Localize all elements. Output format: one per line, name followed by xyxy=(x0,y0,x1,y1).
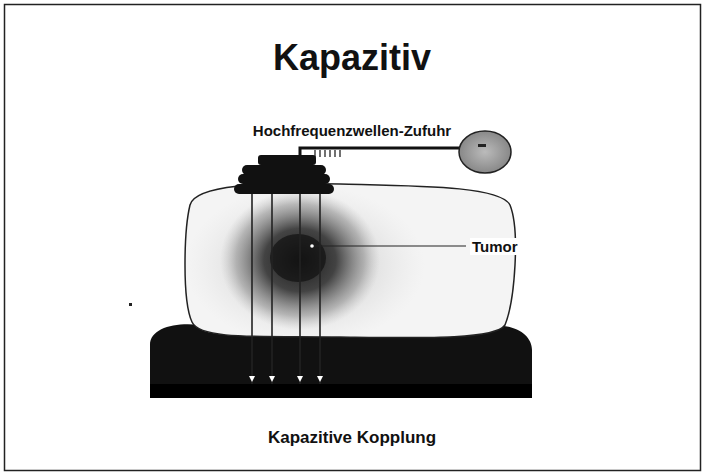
supply-label: Hochfrequenzwellen-Zufuhr xyxy=(251,122,453,139)
cable-coil xyxy=(315,150,340,157)
slide-title: Kapazitiv xyxy=(271,37,433,79)
generator-mark xyxy=(478,144,486,147)
slide-frame xyxy=(5,5,701,471)
bottom-electrode xyxy=(150,384,532,398)
field-lines-lower xyxy=(252,337,320,384)
tumor-label: Tumor xyxy=(470,238,520,255)
field-arrowheads xyxy=(249,376,323,382)
cable xyxy=(300,148,462,157)
field-lines xyxy=(252,192,320,384)
leader-line xyxy=(312,245,466,246)
stray-mark xyxy=(129,303,132,306)
field-region xyxy=(185,185,425,384)
top-electrode xyxy=(234,155,334,194)
rf-generator xyxy=(459,131,511,173)
leader-dot xyxy=(310,244,314,248)
caption: Kapazitive Kopplung xyxy=(266,428,438,448)
